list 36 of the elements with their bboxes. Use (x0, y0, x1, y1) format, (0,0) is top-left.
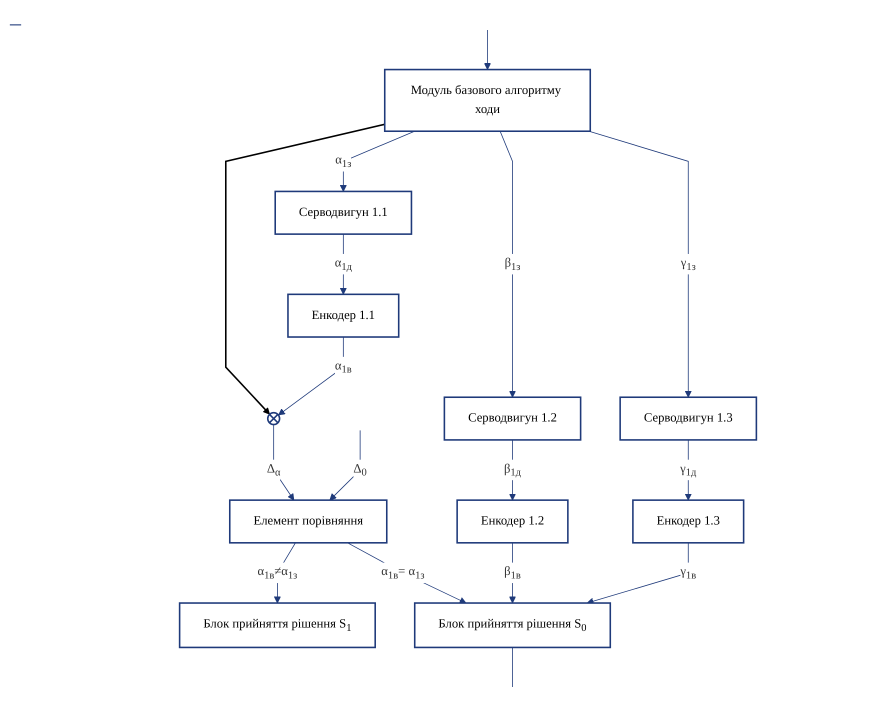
node-box: Серводвигун 1.3 (619, 396, 758, 441)
node-box: Енкодер 1.3 (632, 499, 744, 544)
node-box: Елемент порівняння (228, 499, 388, 544)
node-box: Енкодер 1.2 (456, 499, 569, 544)
node-box: Серводвигун 1.1 (274, 190, 412, 235)
edge-label: γ$_{1д}$ (680, 462, 696, 478)
node-box: Енкодер 1.1 (287, 294, 400, 338)
arrow (347, 542, 466, 604)
arrow (586, 542, 689, 605)
arrow (340, 234, 347, 295)
arrow (329, 430, 361, 500)
edge-label: γ$_{1в}$ (680, 564, 696, 581)
arrow (588, 130, 692, 398)
arrow (278, 336, 344, 416)
edge-label: α$_{1д}$ (334, 256, 352, 272)
edge-label: α$_{1в}$≠α$_{1з}$ (257, 564, 298, 581)
edge-label: γ$_{1з}$ (680, 256, 696, 272)
node-box: Серводвигун 1.2 (444, 396, 582, 441)
edge-label: β$_{1в}$ (504, 564, 521, 581)
arrow (500, 130, 516, 398)
arrow (340, 130, 415, 192)
edge-label: α$_{1в}$ (334, 359, 352, 376)
edge-label: Δ$_{0}$ (353, 462, 367, 478)
edge-label: α$_{1з}$ (335, 153, 352, 170)
arrow (484, 30, 491, 70)
edge-label: β$_{1д}$ (504, 462, 522, 478)
arrow (273, 424, 294, 500)
edge-label: Δ$_{α}$ (266, 462, 281, 478)
minus-sign: – (10, 10, 21, 36)
arrow (225, 124, 385, 415)
connector (512, 647, 513, 688)
node-box: Модуль базового алгоритму ходи (384, 68, 592, 132)
edge-label: α$_{1в}$= α$_{1з}$ (381, 564, 425, 581)
node-box: Блок прийняття рішення S$_{0}$ (414, 602, 612, 648)
edge-label: β$_{1з}$ (504, 256, 520, 272)
node-box: Блок прийняття рішення S$_{1}$ (178, 602, 376, 648)
